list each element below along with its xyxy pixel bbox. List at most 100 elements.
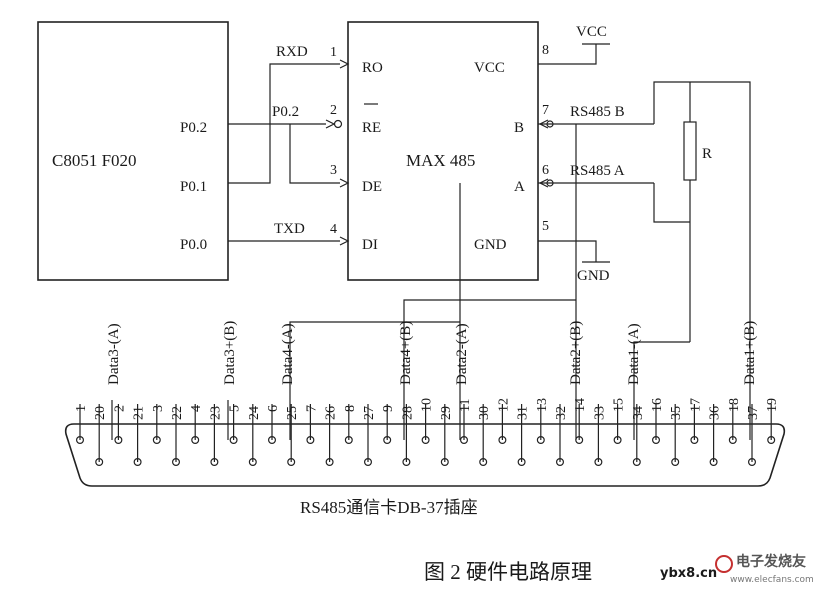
db37-pin-number: 27 xyxy=(362,406,377,420)
pin-vcc: VCC xyxy=(474,60,505,76)
net-rxd: RXD xyxy=(276,44,308,60)
net-rs485a: RS485 A xyxy=(570,163,625,179)
right-side-wires xyxy=(538,43,751,440)
db37-pin-number: 24 xyxy=(247,406,262,420)
pin-num-4: 4 xyxy=(330,222,337,237)
db37-pin-contact xyxy=(613,436,622,445)
db37-pin-number: 16 xyxy=(650,398,665,412)
db37-pin-number: 22 xyxy=(170,406,185,420)
data-label-1: Data3-(A) xyxy=(106,323,122,385)
data-line-labels: Data3-(A) Data3+(B) Data4-(A) Data4+(B) … xyxy=(106,321,758,385)
db37-pin-contact xyxy=(709,458,718,467)
db37-pin-contact xyxy=(133,458,142,467)
mcu-pin-p00: P0.0 xyxy=(180,237,207,253)
db37-pin-number: 37 xyxy=(746,406,761,420)
db37-pin-contact xyxy=(690,436,699,445)
db37-pin-contact xyxy=(95,458,104,467)
db37-pin-number: 8 xyxy=(343,405,358,412)
db37-pin-contact xyxy=(287,458,296,467)
db37-pin-contact xyxy=(728,436,737,445)
figure-caption: 图 2 硬件电路原理 xyxy=(424,560,592,584)
watermark-logo-icon xyxy=(715,555,733,573)
db37-pin-contact xyxy=(325,458,334,467)
connector-label: RS485通信卡DB-37插座 xyxy=(300,498,478,517)
db37-pin-contact xyxy=(747,458,756,467)
pin-de: DE xyxy=(362,179,382,195)
db37-pin-number: 20 xyxy=(93,406,108,420)
db37-pin-number: 21 xyxy=(132,406,147,420)
db37-pin-number: 19 xyxy=(765,398,780,412)
db37-pin-contact xyxy=(306,436,315,445)
db37-pin-number: 25 xyxy=(285,406,300,420)
db37-pin-number: 13 xyxy=(535,398,550,412)
net-p02: P0.2 xyxy=(272,104,299,120)
db37-pin-contact xyxy=(651,436,660,445)
db37-pin-contact xyxy=(498,436,507,445)
db37-pin-number: 14 xyxy=(573,398,588,412)
db37-pin-contact xyxy=(421,436,430,445)
net-vcc: VCC xyxy=(576,24,607,40)
db37-pin-number: 31 xyxy=(516,406,531,420)
db37-pin-contact xyxy=(402,458,411,467)
db37-pin-contact xyxy=(460,436,469,445)
max485-block xyxy=(347,21,539,281)
db37-pin-contact xyxy=(364,458,373,467)
db37-pin-number: 18 xyxy=(727,398,742,412)
pin-ro: RO xyxy=(362,60,383,76)
db37-pin-number: 17 xyxy=(688,398,703,412)
db37-pin-number: 29 xyxy=(439,406,454,420)
db37-pin-number: 26 xyxy=(324,406,339,420)
pin-num-1: 1 xyxy=(330,45,337,60)
db37-pin-number: 36 xyxy=(708,406,723,420)
db37-pin-number: 28 xyxy=(400,406,415,420)
pin-num-5: 5 xyxy=(542,219,549,234)
db37-pin-contact xyxy=(594,458,603,467)
db37-pin-number: 5 xyxy=(228,405,243,412)
db37-pin-contact xyxy=(767,436,776,445)
pin-num-6: 6 xyxy=(542,163,549,178)
db37-pin-contact xyxy=(479,458,488,467)
data-label-3: Data4-(A) xyxy=(280,323,296,385)
db37-pin-contact xyxy=(114,436,123,445)
watermark-brand: 电子发烧友 xyxy=(736,553,806,570)
pin-b: B xyxy=(514,120,524,136)
db37-pin-contact xyxy=(268,436,277,445)
net-rs485b: RS485 B xyxy=(570,104,625,120)
resistor-label: R xyxy=(702,146,712,162)
db37-pin-contact xyxy=(75,436,84,445)
db37-pin-contact xyxy=(229,436,238,445)
watermark-site: ybx8.cn xyxy=(660,566,717,581)
db37-pin-contact xyxy=(383,436,392,445)
pin-num-7: 7 xyxy=(542,103,549,118)
net-txd: TXD xyxy=(274,221,305,237)
db37-pin-contact xyxy=(191,436,200,445)
db37-pin-contact xyxy=(517,458,526,467)
net-gnd: GND xyxy=(577,268,610,284)
db37-pin-contact xyxy=(671,458,680,467)
db37-pin-contact xyxy=(536,436,545,445)
watermark: ybx8.cn 电子发烧友 www.elecfans.com xyxy=(660,553,814,585)
data-label-4: Data4+(B) xyxy=(398,321,414,385)
mcu-name: C8051 F020 xyxy=(52,151,137,170)
mcu-pin-p01: P0.1 xyxy=(180,179,207,195)
db37-pin-number: 7 xyxy=(304,405,319,412)
db37-pin-contact xyxy=(172,458,181,467)
db37-pin-number: 15 xyxy=(612,398,627,412)
max485-name: MAX 485 xyxy=(406,151,475,170)
data-label-2: Data3+(B) xyxy=(222,321,238,385)
pin-num-3: 3 xyxy=(330,163,337,178)
db37-pin-number: 23 xyxy=(208,406,223,420)
db37-pin-number: 4 xyxy=(189,405,204,412)
db37-pin-number: 33 xyxy=(592,406,607,420)
mcu-pin-p02: P0.2 xyxy=(180,120,207,136)
db37-pin-contact xyxy=(152,436,161,445)
db37-pin-contact xyxy=(555,458,564,467)
data-label-8: Data1+(B) xyxy=(742,321,758,385)
pin-gnd: GND xyxy=(474,237,507,253)
db37-pin-contact xyxy=(248,458,257,467)
mcu-block xyxy=(37,21,229,281)
watermark-url: www.elecfans.com xyxy=(730,575,814,585)
db37-pin-number: 30 xyxy=(477,406,492,420)
